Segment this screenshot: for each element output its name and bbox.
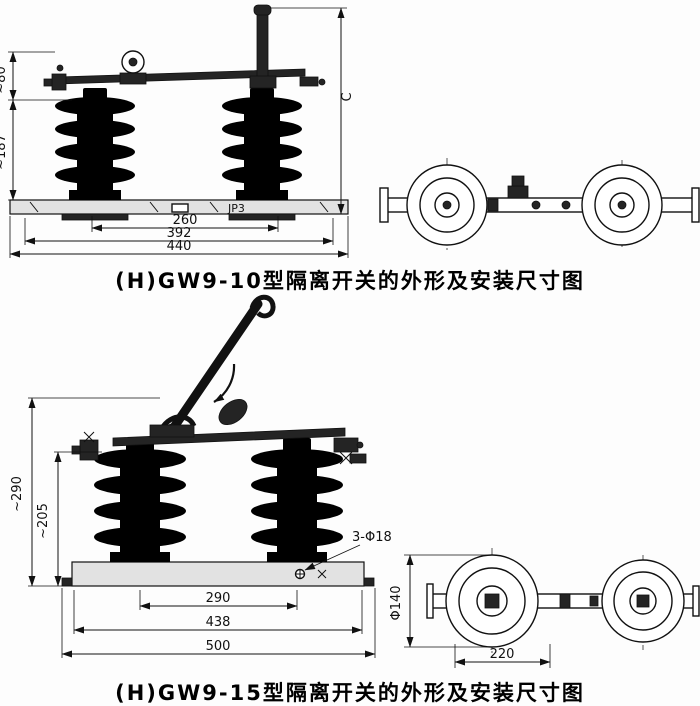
switch-arm — [112, 427, 346, 447]
side-spacer-15-b — [589, 595, 599, 607]
side-spacer-15-a — [559, 593, 571, 609]
gw9-10-side-view — [379, 158, 700, 250]
insulator-right — [222, 88, 302, 200]
base-hatching — [29, 201, 329, 213]
dim-width-outer-15-label: 500 — [206, 639, 231, 654]
dim-side-diameter-label: Φ140 — [389, 585, 404, 620]
contact-jaw — [333, 437, 359, 453]
gw9-10-front-view — [9, 4, 349, 221]
arm-hub — [149, 424, 195, 438]
dim-width-mid-15-label: 438 — [206, 615, 231, 630]
dim-width-mid-label: 392 — [167, 226, 192, 241]
insulator-15-right — [251, 438, 343, 562]
dim-width-inner-15-label: 290 — [206, 591, 231, 606]
dim-side-width-label: 220 — [490, 647, 515, 662]
operating-handle — [256, 9, 269, 81]
side-end-plate-right — [691, 187, 700, 223]
lever-hook — [249, 294, 276, 319]
dim-height-inner-label: ~205 — [36, 503, 51, 539]
cam-plate — [218, 398, 248, 426]
left-bolt — [56, 64, 64, 72]
gw9-15-side-view: Φ140 220 — [389, 548, 700, 668]
gw9-15-dimensions: ~290 ~205 3-Φ18 290 438 500 — [10, 397, 392, 658]
terminal-left-bolt — [83, 431, 95, 443]
rotation-arrow — [213, 363, 236, 403]
side-end-plate-15-left — [426, 583, 434, 619]
gw9-15-front-view — [61, 294, 375, 587]
side-bolt-a — [531, 200, 541, 210]
dim-height-outer-label: ~290 — [10, 476, 25, 512]
pivot-bracket — [119, 72, 147, 85]
gw9-10-dimensions: ~80 ~187 C JP3 260 392 440 — [0, 7, 355, 258]
base-foot-right — [228, 213, 296, 221]
operating-lever — [167, 299, 263, 435]
side-clamp — [507, 185, 529, 199]
dim-height-upper-label: ~80 — [0, 66, 9, 93]
handle-base — [249, 75, 277, 89]
base-foot-left — [61, 213, 129, 221]
side-bolt-b — [561, 200, 571, 210]
jp3-label: JP3 — [227, 202, 245, 215]
nameplate — [171, 203, 189, 213]
side-spacer — [487, 198, 499, 212]
insulator-left — [55, 88, 135, 200]
holes-label: 3-Φ18 — [352, 530, 392, 545]
base-angle-left — [61, 577, 73, 587]
left-bracket — [51, 73, 67, 91]
dim-c-label: C — [340, 92, 355, 101]
dim-width-outer-label: 440 — [167, 239, 192, 254]
side-end-plate-15-right — [692, 585, 700, 617]
handle-cap — [253, 4, 272, 16]
side-clamp-top — [511, 175, 525, 187]
side-wheel-right-pin — [617, 200, 627, 210]
side-disc-left-key — [484, 593, 500, 609]
gw9-15-caption: (H)GW9-15型隔离开关的外形及安装尺寸图 — [115, 681, 585, 705]
insulator-15-left — [94, 438, 186, 562]
contact-bolt — [339, 451, 353, 465]
contact-pin — [356, 441, 364, 449]
terminal-left — [79, 439, 99, 461]
base-plate-15 — [71, 561, 365, 587]
pivot-pin — [128, 57, 138, 67]
side-disc-right-key — [636, 594, 650, 608]
dim-width-inner-label: 260 — [173, 213, 198, 228]
side-end-plate-left — [379, 187, 389, 223]
side-wheel-left-pin — [442, 200, 452, 210]
dim-height-lower-label: ~187 — [0, 134, 9, 170]
right-connector — [299, 76, 319, 87]
left-terminal — [43, 78, 53, 87]
base-angle-right — [363, 577, 375, 587]
contact-lug — [349, 453, 367, 464]
right-bolt — [318, 78, 326, 86]
hole-cross — [295, 569, 327, 579]
gw9-10-caption: (H)GW9-10型隔离开关的外形及安装尺寸图 — [115, 269, 585, 293]
terminal-left-lug — [71, 445, 81, 455]
